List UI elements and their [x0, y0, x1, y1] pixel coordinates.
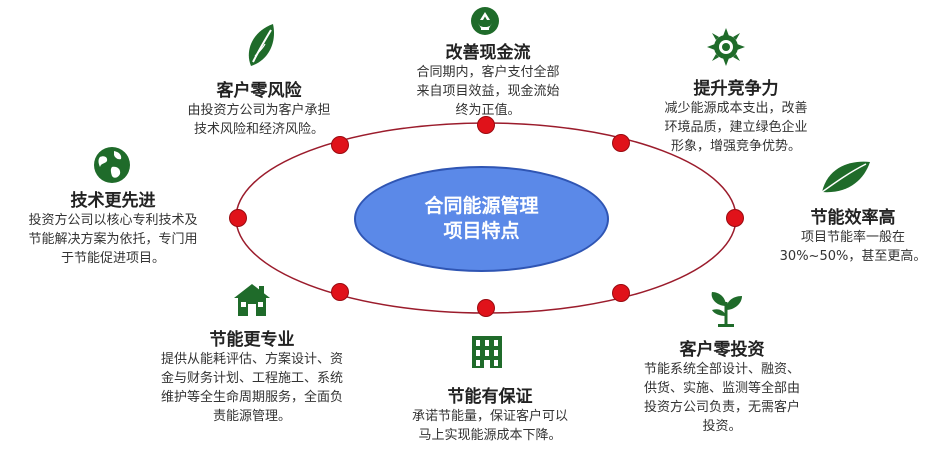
desc-line: 终为正值。: [455, 103, 521, 118]
desc-line: 技术风险和经济风险。: [193, 122, 324, 137]
desc-line: 金与财务计划、工程施工、系统: [160, 371, 343, 386]
desc-line: 投资。: [702, 419, 742, 434]
item-desc: 投资方公司以核心专利技术及 节能解决方案为依托，专门用 于节能促进项目。: [8, 211, 218, 268]
item-guaranteed-savings: 节能有保证 承诺节能量，保证客户可以 马上实现能源成本下降。: [384, 382, 596, 445]
item-high-efficiency: 节能效率高 项目节能率一般在 30%~50%，甚至更高。: [768, 203, 938, 266]
sprout-icon: [711, 292, 742, 327]
item-desc: 由投资方公司为客户承担 技术风险和经济风险。: [166, 101, 352, 139]
item-desc: 提供从能耗评估、方案设计、资 金与财务计划、工程施工、系统 维护等全生命周期服务…: [140, 350, 364, 426]
item-improve-competitiveness: 提升竞争力 减少能源成本支出，改善 环境品质，建立绿色企业 形象，增强竞争优势。: [640, 74, 832, 156]
leaf-icon: [821, 161, 870, 193]
item-title: 提升竞争力: [693, 79, 779, 99]
desc-line: 维护等全生命周期服务，全面负: [160, 390, 343, 405]
desc-line: 30%~50%，甚至更高。: [779, 249, 927, 264]
desc-line: 来自项目效益，现金流始: [416, 84, 560, 99]
item-zero-risk: 客户零风险 由投资方公司为客户承担 技术风险和经济风险。: [166, 76, 352, 139]
sun-gear-icon: [707, 28, 745, 66]
ring-dot: [612, 134, 630, 152]
item-title: 节能有保证: [447, 387, 533, 407]
ring-dot: [726, 209, 744, 227]
desc-line: 于节能促进项目。: [60, 251, 165, 266]
item-title: 技术更先进: [70, 191, 156, 211]
desc-line: 马上实现能源成本下降。: [418, 428, 562, 443]
ring-dot: [229, 209, 247, 227]
desc-line: 由投资方公司为客户承担: [187, 103, 331, 118]
desc-line: 节能解决方案为依托，专门用: [28, 232, 198, 247]
recycle-icon: [471, 7, 499, 35]
center-title-line1: 合同能源管理: [424, 195, 539, 217]
desc-line: 减少能源成本支出，改善: [664, 101, 808, 116]
item-desc: 合同期内，客户支付全部 来自项目效益，现金流始 终为正值。: [390, 63, 586, 120]
ring-dot: [477, 116, 495, 134]
house-icon: [234, 284, 270, 316]
item-title: 节能效率高: [810, 208, 896, 228]
item-zero-investment: 客户零投资 节能系统全部设计、融资、 供货、实施、监测等全部由 投资方公司负责，…: [616, 335, 828, 436]
desc-line: 责能源管理。: [212, 409, 291, 424]
item-more-professional: 节能更专业 提供从能耗评估、方案设计、资 金与财务计划、工程施工、系统 维护等全…: [140, 325, 364, 426]
item-desc: 减少能源成本支出，改善 环境品质，建立绿色企业 形象，增强竞争优势。: [640, 99, 832, 156]
globe-icon: [94, 147, 130, 183]
desc-line: 投资方公司以核心专利技术及: [28, 213, 198, 228]
center-ellipse: 合同能源管理 项目特点: [354, 166, 609, 272]
desc-line: 提供从能耗评估、方案设计、资: [160, 352, 343, 367]
item-title: 节能更专业: [209, 330, 295, 350]
item-title: 客户零投资: [679, 340, 765, 360]
item-advanced-technology: 技术更先进 投资方公司以核心专利技术及 节能解决方案为依托，专门用 于节能促进项…: [8, 186, 218, 268]
building-icon: [472, 336, 502, 368]
center-title-line2: 项目特点: [443, 220, 520, 242]
leaf-outline-icon: [248, 24, 275, 66]
desc-line: 形象，增强竞争优势。: [670, 139, 801, 154]
item-improve-cashflow: 改善现金流 合同期内，客户支付全部 来自项目效益，现金流始 终为正值。: [390, 38, 586, 120]
desc-line: 投资方公司负责，无需客户: [643, 400, 800, 415]
item-desc: 节能系统全部设计、融资、 供货、实施、监测等全部由 投资方公司负责，无需客户 投…: [616, 360, 828, 436]
desc-line: 合同期内，客户支付全部: [416, 65, 560, 80]
desc-line: 承诺节能量，保证客户可以: [411, 409, 568, 424]
item-title: 客户零风险: [216, 81, 302, 101]
item-desc: 承诺节能量，保证客户可以 马上实现能源成本下降。: [384, 407, 596, 445]
item-desc: 项目节能率一般在 30%~50%，甚至更高。: [768, 228, 938, 266]
desc-line: 环境品质，建立绿色企业: [664, 120, 808, 135]
desc-line: 节能系统全部设计、融资、: [643, 362, 800, 377]
ring-dot: [331, 136, 349, 154]
desc-line: 供货、实施、监测等全部由: [643, 381, 800, 396]
desc-line: 项目节能率一般在: [800, 230, 905, 245]
ring-dot: [477, 299, 495, 317]
item-title: 改善现金流: [445, 43, 531, 63]
ring-dot: [331, 283, 349, 301]
ring-dot: [612, 284, 630, 302]
